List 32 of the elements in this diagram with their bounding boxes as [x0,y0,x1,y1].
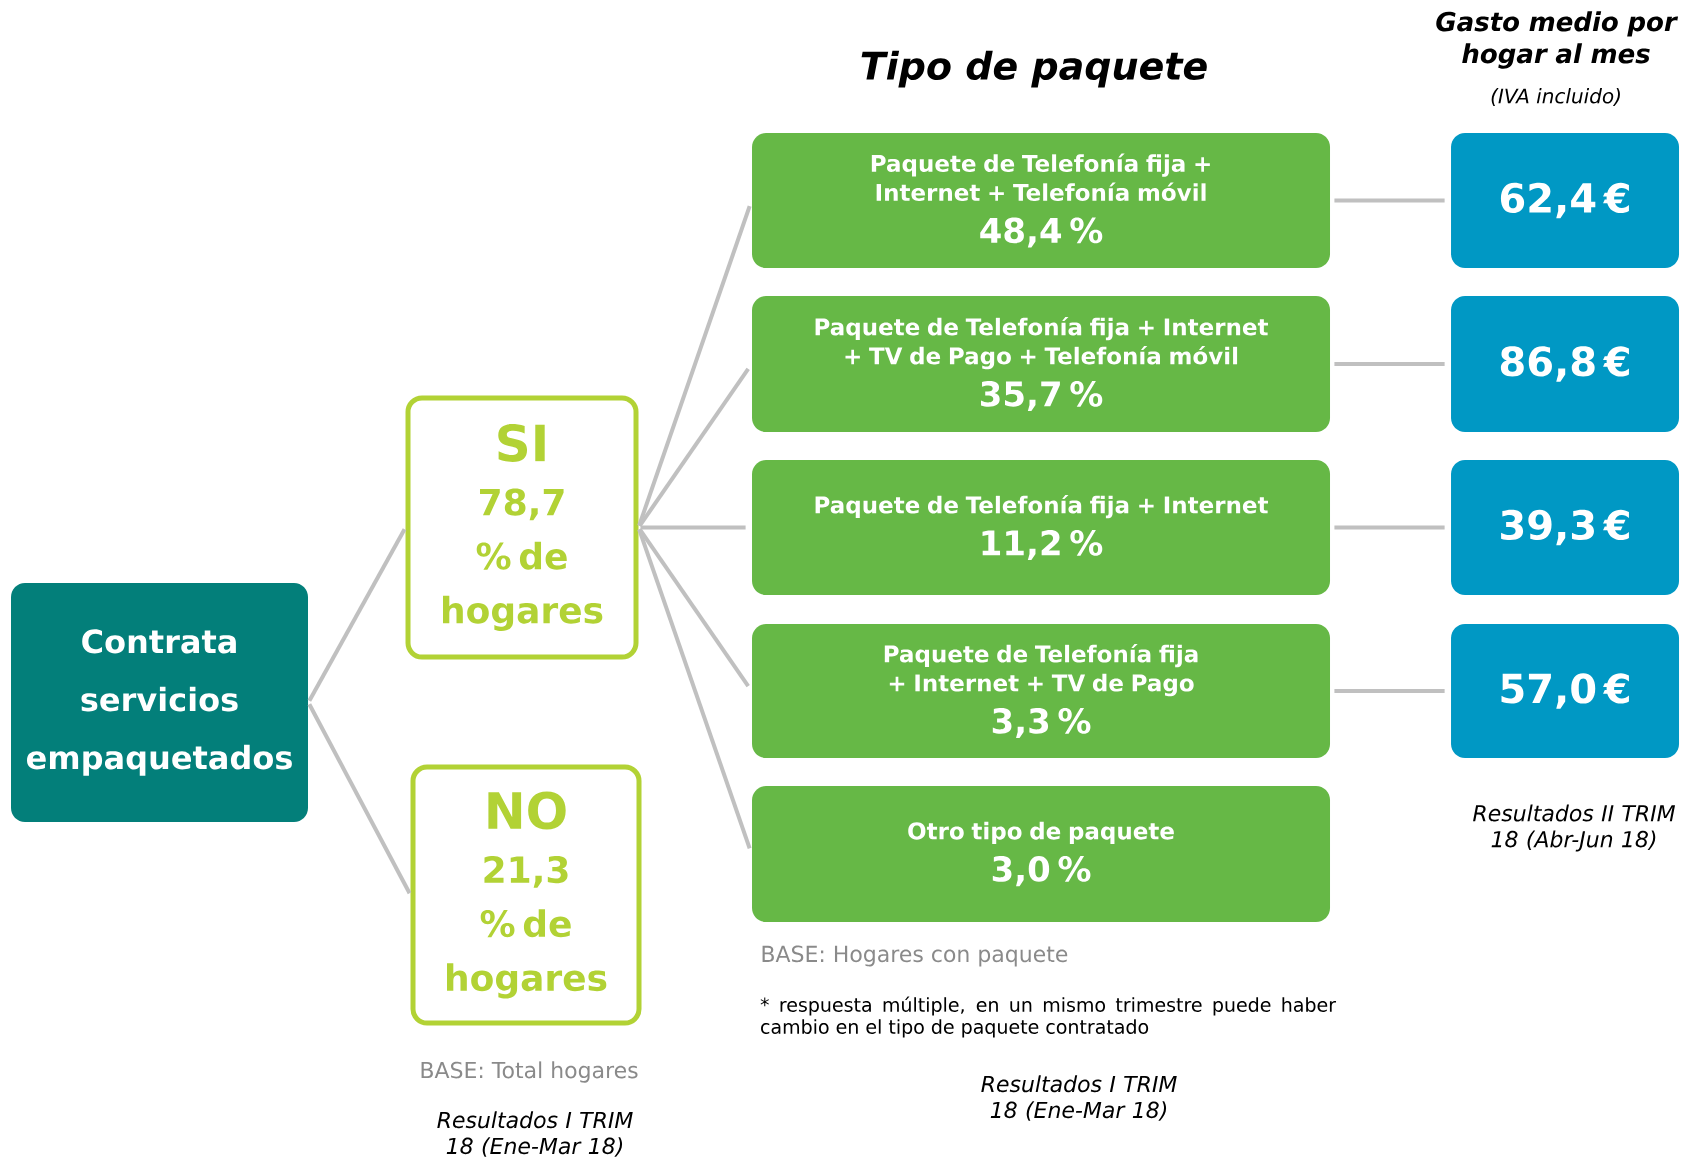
heading: Gasto medio por hogar al mes [1436,11,1679,69]
question-box: Contrata servicios empaquetados [11,583,308,822]
source-note: Resultados I TRIM 18 (Ene-Mar 18) [981,1075,1177,1121]
connector-line [307,703,412,895]
answer-box: SI 78,7 % de hogares [405,395,639,660]
package-box: Paquete de Telefonía fija + Internet + TV de Pago + Telefonía móvil 35,7 % [752,296,1330,432]
answer-box: NO 21,3 % de hogares [410,764,642,1026]
connector-line [1334,525,1445,530]
connector-line [637,205,752,527]
source-note: Resultados I TRIM 18 (Ene-Mar 18) [437,1111,633,1157]
connector-line [1334,198,1445,203]
base-note: BASE: Hogares con paquete [762,945,1068,967]
connector-line [637,528,752,849]
connector-line [1334,689,1445,693]
cost-box: 39,3 € [1451,460,1680,595]
package-box: Otro tipo de paquete 3,0 % [752,786,1330,922]
connector-line [638,367,750,527]
cost-box: 86,8 € [1451,296,1680,432]
package-box: Paquete de Telefonía fija + Internet 11,2 % [752,460,1330,595]
connector-line [1334,362,1445,366]
footnote: * respuesta múltiple, en un mismo trimestre puede haber cambio en el tipo de paquete contratado [760,996,1336,1038]
package-box: Paquete de Telefonía fija + Internet + Telefonía móvil 48,4 % [752,133,1330,268]
connector-line [638,528,750,688]
cost-box: 57,0 € [1451,624,1680,758]
connector-line [640,525,746,530]
base-note: BASE: Total hogares [421,1061,638,1083]
title: Tipo de paquete [861,50,1207,88]
connector-line [307,528,407,702]
cost-box: 62,4 € [1451,133,1680,268]
package-box: Paquete de Telefonía fija + Internet + TV de Pago 3,3 % [752,624,1330,758]
source-note: Resultados II TRIM 18 (Abr-Jun 18) [1473,804,1676,852]
note: (IVA incluido) [1491,88,1620,106]
